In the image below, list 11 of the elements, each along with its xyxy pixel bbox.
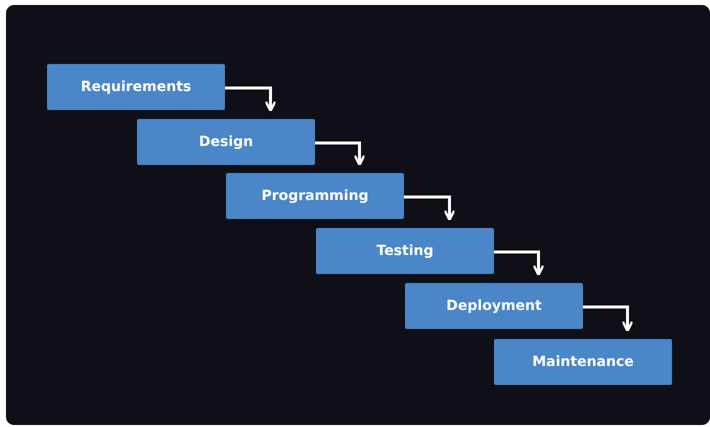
arrow [404,196,456,222]
arrow [583,306,634,332]
arrow [315,142,366,166]
process-box: Testing [316,228,494,274]
process-box: Programming [226,173,404,219]
process-box: Deployment [405,283,583,329]
process-box: Design [137,119,315,165]
arrow [494,250,544,276]
process-box: Maintenance [494,339,672,385]
process-box: Requirements [47,64,225,110]
arrow [225,86,276,112]
